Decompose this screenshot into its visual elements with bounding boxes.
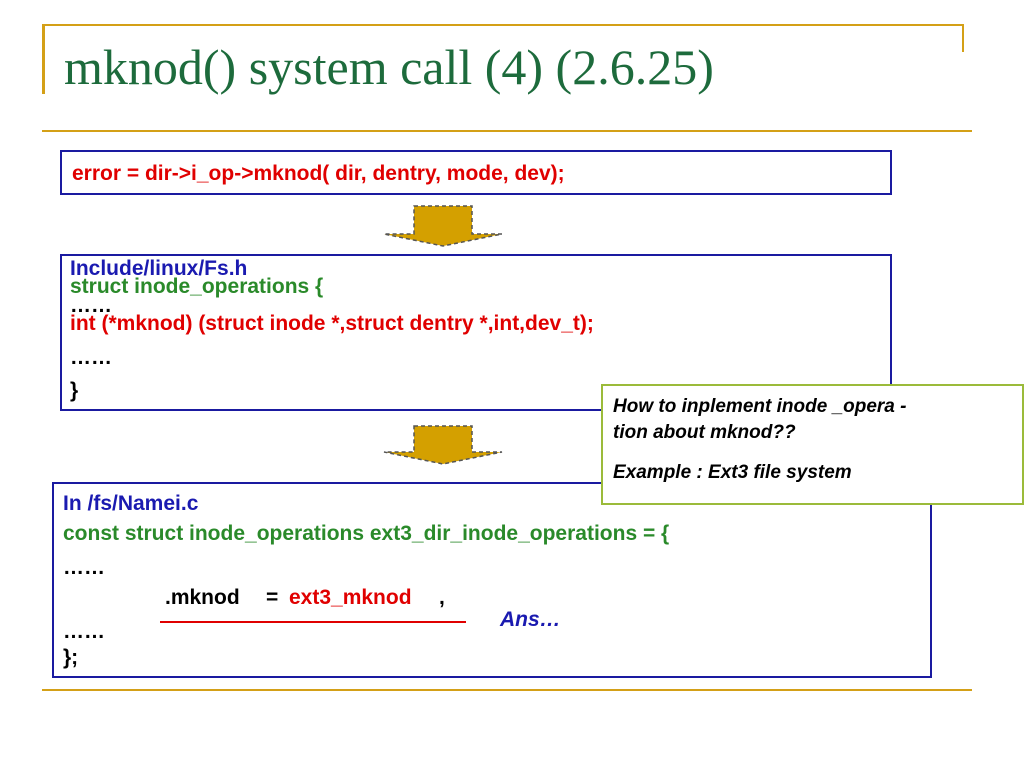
struct-close-line: }; [63, 646, 79, 669]
note-example-line: Example : Ext3 file system [613, 462, 852, 483]
code-box-namei-c: In /fs/Namei.c const struct inode_operat… [52, 482, 932, 678]
assign-comma: , [439, 586, 445, 609]
note-box: How to inplement inode _opera - tion abo… [601, 384, 1024, 505]
frame-separator-line [42, 130, 972, 132]
code-box-fs-h: Include/linux/Fs.h struct inode_operatio… [60, 254, 892, 411]
ellipsis-line: …… [63, 556, 105, 579]
mknod-value: ext3_mknod [289, 586, 412, 609]
note-question-line-2: tion about mknod?? [613, 422, 796, 443]
slide-title: mknod() system call (4) (2.6.25) [64, 39, 714, 95]
frame-top-line [42, 24, 964, 26]
ellipsis-line: …… [63, 620, 105, 643]
file-header-namei-c: In /fs/Namei.c [63, 492, 199, 515]
down-arrow-icon [383, 425, 503, 465]
struct-open-line: struct inode_operations { [70, 275, 324, 298]
assign-operator: = [266, 586, 279, 609]
note-question-line-1: How to inplement inode _opera - [613, 396, 907, 417]
frame-vertical-line [42, 26, 45, 94]
struct-close-line: } [70, 379, 79, 402]
code-box-call: error = dir->i_op->mknod( dir, dentry, m… [60, 150, 892, 195]
down-arrow-icon [383, 205, 503, 247]
mknod-declaration-line: int (*mknod) (struct inode *,struct dent… [70, 312, 594, 335]
ellipsis-line: …… [70, 294, 112, 317]
answer-label: Ans… [500, 608, 561, 631]
frame-bottom-line [42, 689, 972, 691]
mknod-field: .mknod [165, 586, 240, 609]
code-line-call: error = dir->i_op->mknod( dir, dentry, m… [72, 162, 565, 185]
frame-right-line [962, 24, 964, 52]
struct-definition-line: const struct inode_operations ext3_dir_i… [63, 522, 670, 545]
file-header-fs-h: Include/linux/Fs.h [70, 257, 248, 280]
ellipsis-line: …… [70, 346, 112, 369]
answer-underline [160, 621, 466, 623]
